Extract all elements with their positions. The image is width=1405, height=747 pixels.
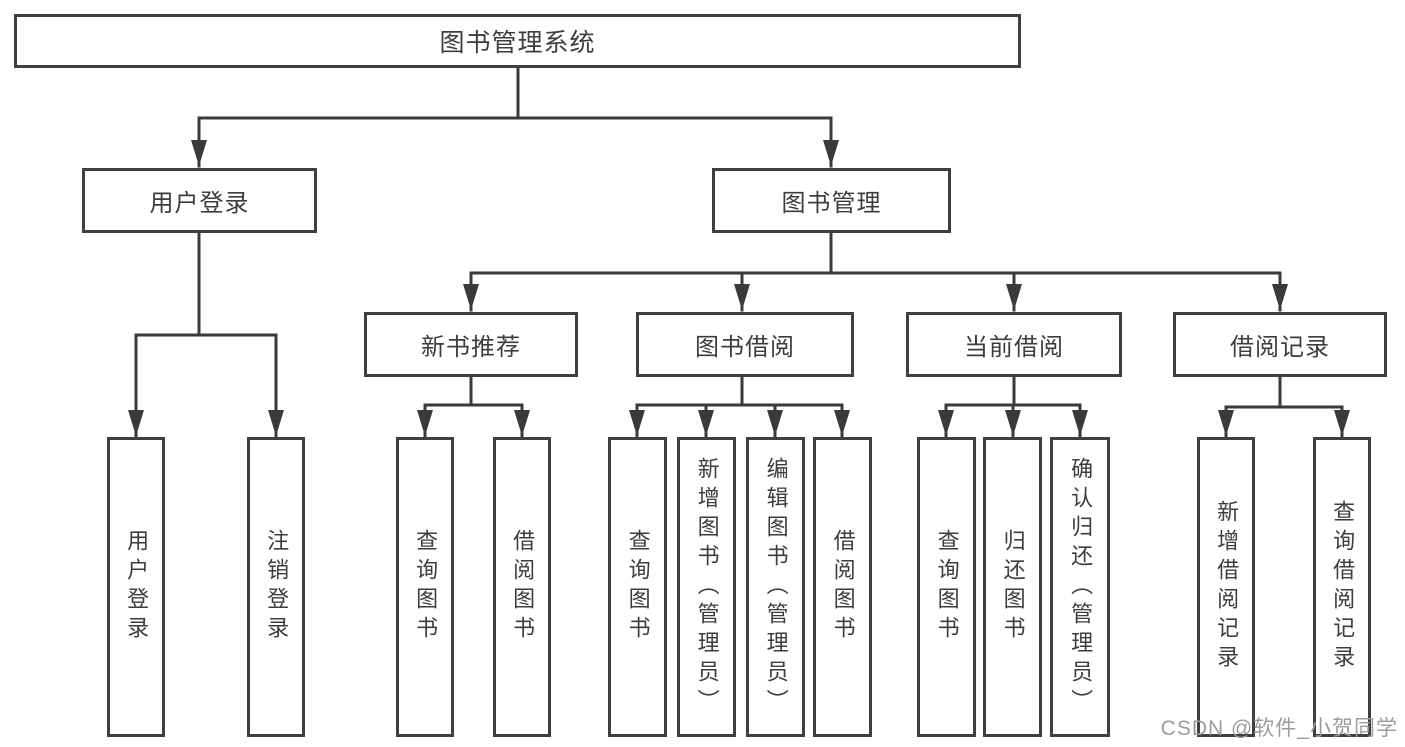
leaf-logout-login-label: 注销登录: [264, 529, 290, 645]
leaf-borrow-books-recommend-label: 借阅图书: [510, 529, 536, 645]
leaf-query-books-recommend-label: 查询图书: [413, 529, 439, 645]
leaf-add-books-admin-label: 新增图书（管理员）: [694, 456, 720, 718]
leaf-query-borrow-record-label: 查询借阅记录: [1330, 500, 1356, 674]
leaf-query-books-borrowing-label: 查询图书: [625, 529, 651, 645]
leaf-borrow-books-recommend: 借阅图书: [493, 437, 551, 737]
leaf-query-borrow-record: 查询借阅记录: [1313, 437, 1371, 737]
leaf-user-login-label: 用户登录: [124, 529, 150, 645]
node-book-management-label: 图书管理: [781, 190, 882, 217]
leaf-add-borrow-record: 新增借阅记录: [1197, 437, 1255, 737]
node-new-book-recommend: 新书推荐: [364, 312, 578, 377]
node-current-borrowing: 当前借阅: [906, 312, 1122, 377]
node-borrowing-records: 借阅记录: [1173, 312, 1387, 377]
leaf-edit-books-admin: 编辑图书（管理员）: [746, 437, 805, 737]
node-root: 图书管理系统: [14, 14, 1021, 68]
leaf-return-books: 归还图书: [983, 437, 1042, 737]
leaf-query-books-current: 查询图书: [917, 437, 976, 737]
leaf-user-login: 用户登录: [107, 437, 165, 737]
leaf-query-books-recommend: 查询图书: [396, 437, 454, 737]
leaf-confirm-return-admin: 确认归还（管理员）: [1050, 437, 1110, 737]
leaf-query-books-current-label: 查询图书: [934, 529, 960, 645]
leaf-borrow-books-borrowing: 借阅图书: [813, 437, 872, 737]
leaf-logout-login: 注销登录: [247, 437, 305, 737]
node-root-label: 图书管理系统: [439, 29, 596, 57]
node-borrowing-records-label: 借阅记录: [1230, 334, 1330, 361]
leaf-add-books-admin: 新增图书（管理员）: [677, 437, 736, 737]
node-book-management: 图书管理: [712, 168, 951, 233]
leaf-add-borrow-record-label: 新增借阅记录: [1214, 500, 1240, 674]
node-book-borrowing: 图书借阅: [636, 312, 854, 377]
csdn-watermark: CSDN @软件_小贺同学: [1160, 717, 1398, 740]
node-user-login-label: 用户登录: [149, 190, 250, 217]
leaf-query-books-borrowing: 查询图书: [608, 437, 667, 737]
node-user-login: 用户登录: [82, 168, 317, 233]
node-current-borrowing-label: 当前借阅: [964, 334, 1064, 361]
leaf-confirm-return-admin-label: 确认归还（管理员）: [1068, 456, 1094, 718]
leaf-edit-books-admin-label: 编辑图书（管理员）: [763, 456, 789, 718]
leaf-return-books-label: 归还图书: [1000, 529, 1026, 645]
node-book-borrowing-label: 图书借阅: [695, 334, 795, 361]
node-new-book-recommend-label: 新书推荐: [421, 334, 521, 361]
leaf-borrow-books-borrowing-label: 借阅图书: [830, 529, 856, 645]
